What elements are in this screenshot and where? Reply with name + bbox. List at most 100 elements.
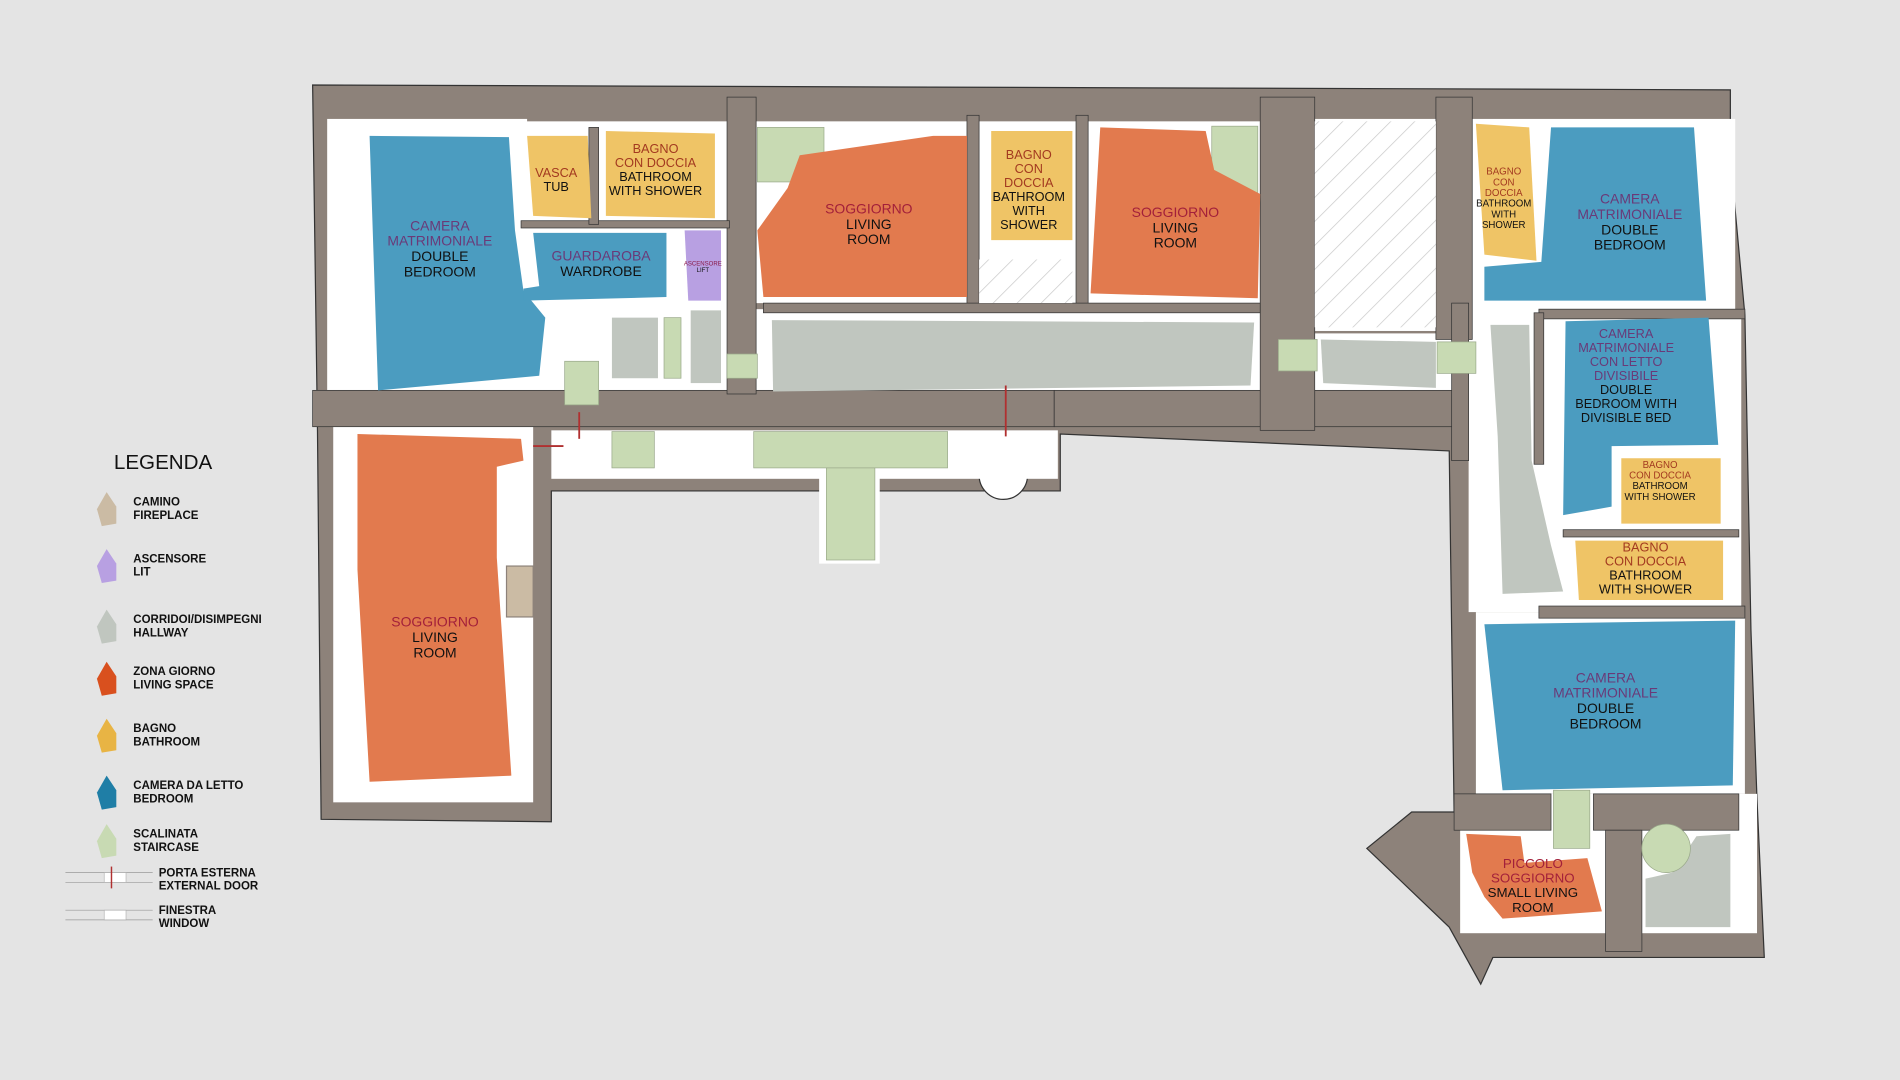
staircase [1436, 341, 1477, 374]
legend-label: SCALINATA [133, 828, 198, 840]
room-area [605, 131, 715, 219]
staircase-hatched [979, 259, 1073, 304]
room-area [1563, 317, 1719, 516]
room-label-italian: MATRIMONIALE [1578, 340, 1674, 355]
room-label-italian: PICCOLO [1503, 856, 1563, 871]
legend-swatch-bathroom [96, 718, 117, 753]
room-label-italian: SOGGIORNO [1491, 870, 1575, 885]
room-label-english: BEDROOM [404, 263, 476, 279]
room-label-italian: MATRIMONIALE [1553, 685, 1658, 701]
room-label-italian: BAGNO [1643, 460, 1678, 471]
external-doors [533, 385, 1007, 447]
room-label-english: TUB [543, 179, 568, 194]
room-label-english: WARDROBE [560, 263, 641, 279]
room-label-english: LIVING [1153, 219, 1199, 235]
room-area [991, 131, 1073, 241]
window-symbol [65, 909, 153, 921]
room-area [757, 135, 967, 298]
legend-label: BAGNO [133, 723, 176, 735]
room-label-italian: CON LETTO [1590, 354, 1663, 369]
room-label-english: WITH [1491, 209, 1516, 220]
room-label-english: SHOWER [1482, 220, 1526, 231]
room-label-english: ROOM [847, 231, 890, 247]
room-label-english: ROOM [1512, 900, 1553, 915]
room-area [523, 232, 667, 301]
legend-label: BEDROOM [133, 793, 193, 805]
room-label-english: DOUBLE [1601, 221, 1658, 237]
room-label-english: BEDROOM WITH [1575, 396, 1677, 411]
room-label-italian: CON [1493, 177, 1515, 188]
legend-swatch-living [96, 661, 117, 696]
room-label-italian: CAMERA [1600, 191, 1660, 207]
legend-label: FINESTRA [159, 905, 217, 917]
room-area [527, 135, 592, 219]
room-area [357, 433, 524, 782]
room-label-italian: ASCENSORE [684, 262, 722, 268]
staircase [1278, 339, 1318, 372]
staircase [1553, 789, 1591, 849]
room-label-italian: CON DOCCIA [615, 155, 697, 170]
fireplace [505, 565, 534, 618]
room-label-italian: CAMERA [1576, 669, 1636, 685]
legend-label: LIT [133, 567, 150, 579]
room-label-english: DOUBLE [1600, 382, 1652, 397]
room-label-italian: BAGNO [1623, 540, 1669, 555]
legend-label: CAMERA DA LETTO [133, 780, 243, 792]
legend-label: CAMINO [133, 496, 180, 508]
hallway [1320, 339, 1436, 388]
room-label-italian: VASCA [535, 165, 578, 180]
room-label-italian: MATRIMONIALE [387, 233, 492, 249]
room-label-english: DOUBLE [411, 248, 468, 264]
room-area [1090, 127, 1261, 299]
room-label-italian: CAMERA [1599, 326, 1654, 341]
room-label-english: LIVING [412, 629, 458, 645]
room-label-italian: CAMERA [410, 217, 470, 233]
legend-label: WINDOW [159, 918, 210, 930]
legend-label: ASCENSORE [133, 553, 206, 565]
room-label-english: LIVING [846, 216, 892, 232]
room-label-italian: BAGNO [1486, 167, 1521, 178]
external-door-symbol [65, 866, 153, 889]
room-label-english: WITH [1013, 203, 1045, 218]
room-label-italian: DOCCIA [1004, 175, 1054, 190]
room-label-italian: DOCCIA [1485, 188, 1523, 199]
room-area [369, 135, 546, 391]
room-label-english: BATHROOM [992, 189, 1065, 204]
room-label-italian: DIVISIBILE [1594, 368, 1658, 383]
room-label-english: LIFT [697, 268, 710, 274]
legend-label: BATHROOM [133, 736, 200, 748]
room-label-english: ROOM [413, 644, 456, 660]
legend-label: STAIRCASE [133, 842, 199, 854]
room-label-italian: SOGGIORNO [1132, 204, 1220, 220]
legend-label: LIVING SPACE [133, 679, 214, 691]
hallway [611, 317, 658, 379]
hallway [690, 310, 721, 384]
room-label-english: WITH SHOWER [1599, 581, 1692, 596]
room-label-english: WITH SHOWER [1625, 492, 1696, 503]
room-label-italian: CON [1015, 161, 1043, 176]
room-label-english: BATHROOM [1476, 199, 1531, 210]
hallway-main [771, 320, 1255, 392]
staircase [826, 467, 876, 561]
room-label-italian: CON DOCCIA [1605, 554, 1687, 569]
legend-label: HALLWAY [133, 627, 188, 639]
room-label-english: BEDROOM [1594, 237, 1666, 253]
legend-label: CORRIDOI/DISIMPEGNI [133, 614, 261, 626]
interior-walls [312, 96, 1746, 952]
room-area [1621, 458, 1721, 524]
room-area [1484, 127, 1707, 301]
legend-label: PORTA ESTERNA [159, 867, 256, 879]
room-label-italian: SOGGIORNO [825, 200, 913, 216]
room-label-italian: BAGNO [1006, 147, 1052, 162]
legend-label: ZONA GIORNO [133, 666, 215, 678]
